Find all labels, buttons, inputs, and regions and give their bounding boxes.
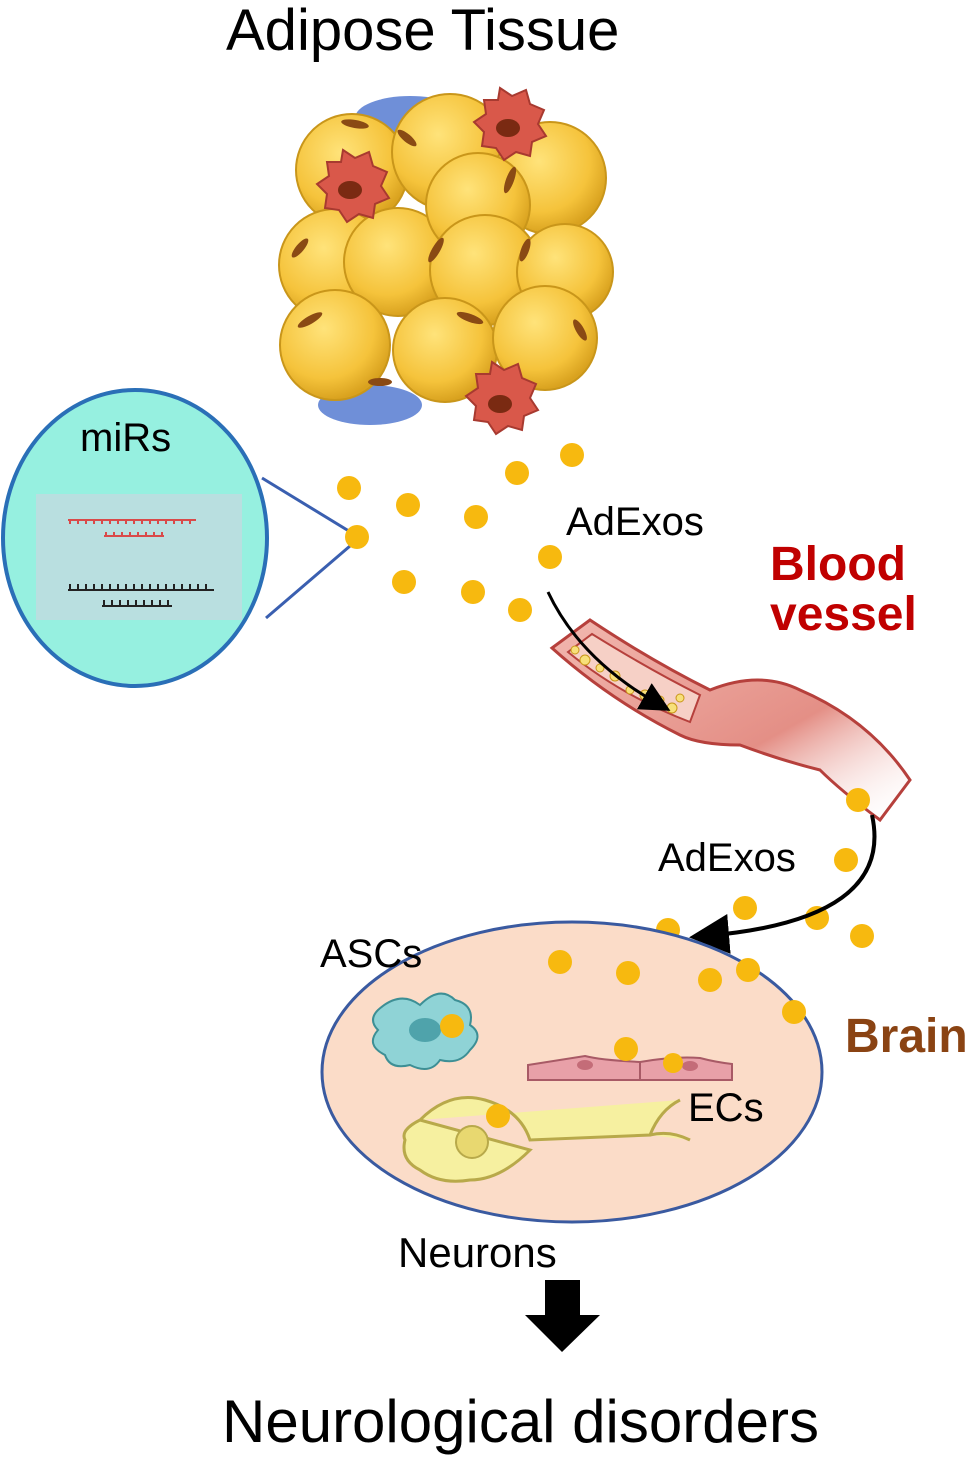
vesicle-dot (663, 1053, 683, 1073)
ecs-label: ECs (688, 1086, 764, 1130)
vesicle-dot (736, 958, 760, 982)
vesicle-dot (538, 545, 562, 569)
vesicle-dot (834, 848, 858, 872)
blood-vessel-label: Blood vessel (770, 538, 917, 642)
neurons-label: Neurons (398, 1229, 557, 1276)
blood-vessel-label-line1: Blood (770, 538, 906, 591)
adipocyte-nuclei (291, 119, 587, 386)
red-mirna-strand (68, 519, 196, 537)
black-mirna-strand (68, 584, 214, 607)
macrophage (464, 360, 540, 436)
macrophage (315, 148, 391, 224)
endothelial-cells (527, 1054, 733, 1081)
neuron-cell (402, 1096, 691, 1183)
vesicle-dot (850, 924, 874, 948)
brain-entry-arrow (689, 814, 877, 954)
brain-illustration (320, 920, 824, 1224)
zoom-line (265, 538, 358, 620)
macrophage (472, 86, 548, 162)
vesicle-dot (733, 896, 757, 920)
astrocyte-cell (371, 992, 479, 1070)
blood-vessel-illustration (546, 591, 912, 823)
vesicle-dot (464, 505, 488, 529)
mirs-inset (1, 388, 358, 688)
circulating-vesicles (656, 788, 874, 948)
vesicle-dot (337, 476, 361, 500)
vesicle-dot (396, 493, 420, 517)
mirs-panel (36, 494, 242, 620)
zoom-line (261, 476, 358, 538)
adipocytes (278, 93, 614, 403)
vesicle-dot (508, 598, 532, 622)
vesicle-dot (782, 1000, 806, 1024)
blood-vessel-label-line2: vessel (770, 588, 917, 642)
vesicle-dot (440, 1014, 464, 1038)
vesicle-dot (461, 580, 485, 604)
mirs-label: miRs (80, 416, 172, 460)
vesicle-dot (392, 570, 416, 594)
adipose-tissue-illustration (278, 86, 614, 436)
brain-vesicles (440, 950, 806, 1128)
vesicle-dot (548, 950, 572, 974)
brain-label: Brain (845, 1010, 968, 1063)
vesicle-dot (805, 906, 829, 930)
adipose-tissue-title: Adipose Tissue (226, 0, 620, 63)
vesicle-dot (486, 1104, 510, 1128)
vesicle-dot (614, 1037, 638, 1061)
adexos-release-label: AdExos (566, 500, 704, 544)
adexos-circulation-label: AdExos (658, 836, 796, 880)
neurological-disorders-title: Neurological disorders (222, 1388, 819, 1455)
vesicle-dot (616, 961, 640, 985)
macrophages (315, 86, 548, 436)
vesicle-dot (560, 443, 584, 467)
vesicle-dot (505, 461, 529, 485)
down-arrow-icon (525, 1280, 600, 1352)
vesicle-dot (345, 525, 369, 549)
entry-arrow (546, 591, 671, 711)
released-vesicles (337, 443, 584, 622)
vesicle-dot (846, 788, 870, 812)
ascs-label: ASCs (320, 932, 423, 976)
vesicle-dot (698, 968, 722, 992)
